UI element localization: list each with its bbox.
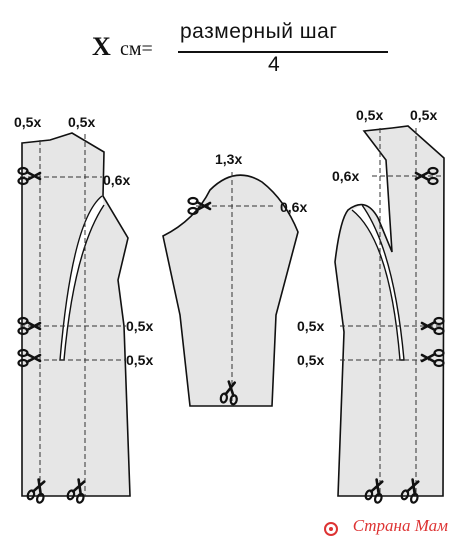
- fraction-bar: [178, 51, 388, 53]
- formula-unit-equals: см=: [120, 38, 153, 61]
- label-sleeve-side: 0,6x: [280, 199, 307, 215]
- formula-unit: см: [120, 38, 142, 60]
- label-front-shoulder: 0,6x: [332, 168, 359, 184]
- front-bodice-piece: [334, 125, 445, 497]
- sleeve-piece: [162, 172, 299, 407]
- label-sleeve-cap: 1,3x: [215, 151, 242, 167]
- back-outline: [21, 132, 131, 497]
- label-front-neck-right: 0,5x: [410, 107, 437, 123]
- label-back-shoulder: 0,6x: [103, 172, 130, 188]
- formula-equals: =: [141, 38, 153, 60]
- label-front-waist: 0,5x: [297, 318, 324, 334]
- label-front-neck-left: 0,5x: [356, 107, 383, 123]
- sleeve-outline: [162, 174, 299, 407]
- grading-formula: X см= размерный шаг 4: [0, 20, 460, 80]
- label-back-neck-left: 0,5x: [14, 114, 41, 130]
- formula-variable: X: [92, 32, 111, 61]
- label-back-waist: 0,5x: [126, 318, 153, 334]
- formula-denominator: 4: [268, 53, 280, 76]
- watermark-text: Страна Мам: [352, 516, 448, 535]
- label-front-hip: 0,5x: [297, 352, 324, 368]
- back-bodice-piece: [20, 132, 131, 497]
- label-back-neck-right: 0,5x: [68, 114, 95, 130]
- watermark-logo-icon: [324, 522, 338, 536]
- label-back-hip: 0,5x: [126, 352, 153, 368]
- formula-numerator: размерный шаг: [180, 20, 338, 43]
